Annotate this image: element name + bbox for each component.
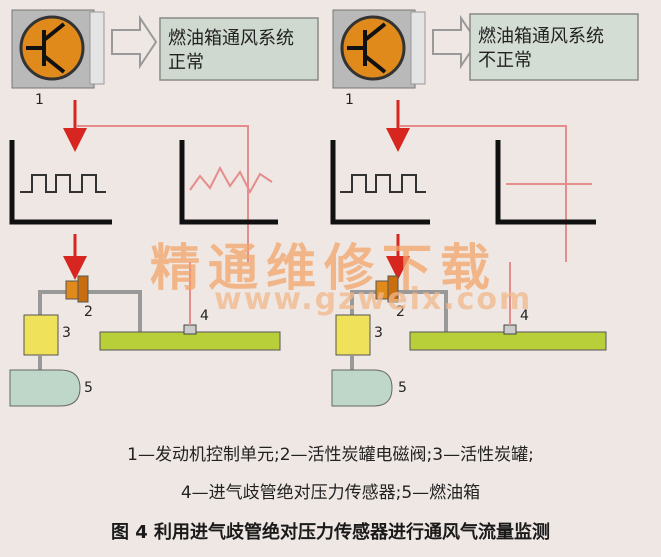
label-tank: 5 — [84, 380, 93, 396]
panel-abnormal: 1 燃油箱通风系统 不正常 2 3 4 5 — [330, 9, 639, 407]
hardware-abnormal — [331, 262, 607, 407]
status-line2: 不正常 — [478, 50, 532, 71]
label-ecu: 1 — [35, 92, 44, 108]
status-box-normal — [159, 17, 319, 81]
pressure-signal-graph — [179, 140, 278, 225]
watermark-url: www.gzweix.com — [214, 282, 533, 317]
feedback-line — [400, 125, 567, 262]
ecu-unit — [332, 9, 426, 89]
hardware-normal — [9, 262, 281, 407]
transistor-icon — [19, 15, 85, 81]
fuel-tank — [331, 369, 393, 407]
label-sensor: 4 — [200, 308, 209, 324]
status-box-abnormal — [469, 13, 639, 81]
watermark-text: 精通维修下载 — [150, 239, 498, 297]
valve-signal-graph — [9, 140, 112, 225]
feedback-line — [76, 125, 249, 262]
label-sensor: 4 — [520, 308, 529, 324]
valve-signal-graph — [330, 140, 430, 225]
intake-manifold — [409, 331, 607, 351]
label-ecu: 1 — [345, 92, 354, 108]
status-line1: 燃油箱通风系统 — [168, 28, 294, 49]
intake-manifold — [99, 331, 281, 351]
legend-line-2: 4—进气歧管绝对压力传感器;5—燃油箱 — [180, 483, 481, 503]
fuel-tank — [9, 369, 81, 407]
status-line2: 正常 — [168, 52, 204, 73]
charcoal-canister — [23, 314, 59, 356]
legend-line-1: 1—发动机控制单元;2—活性炭罐电磁阀;3—活性炭罐; — [127, 445, 534, 465]
transistor-icon — [340, 15, 406, 81]
charcoal-canister — [335, 314, 371, 356]
hollow-arrow-icon — [432, 14, 479, 70]
map-sensor — [503, 324, 517, 335]
label-valve: 2 — [396, 304, 405, 320]
ecu-unit — [11, 9, 105, 89]
pressure-signal-graph — [495, 140, 596, 225]
hollow-arrow-icon — [111, 14, 158, 70]
panel-normal: 1 燃油箱通风系统 正常 — [9, 9, 319, 407]
label-valve: 2 — [84, 304, 93, 320]
label-tank: 5 — [398, 380, 407, 396]
label-canister: 3 — [374, 325, 383, 341]
figure-title: 图 4 利用进气歧管绝对压力传感器进行通风气流量监测 — [110, 522, 551, 543]
label-canister: 3 — [62, 325, 71, 341]
status-line1: 燃油箱通风系统 — [478, 26, 604, 47]
map-sensor — [183, 324, 197, 335]
